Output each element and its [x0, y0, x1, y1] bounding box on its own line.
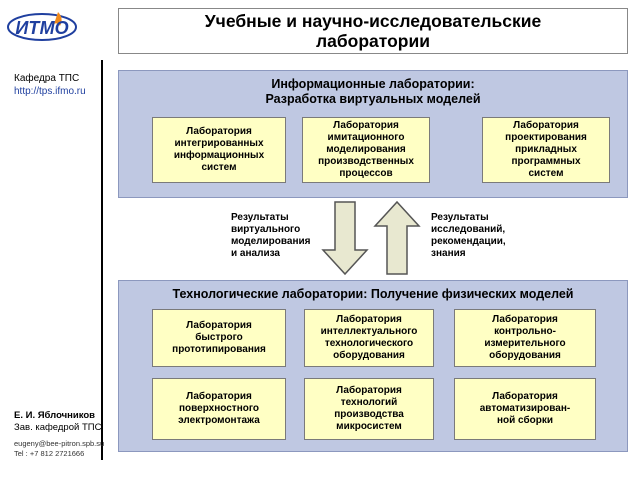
itmo-logo: ИТМО	[6, 10, 78, 48]
author-role: Зав. кафедрой ТПС	[14, 422, 102, 433]
lab-applied-software-design: Лаборатория проектирования прикладных пр…	[482, 117, 610, 183]
lab-surface-mounting: Лаборатория поверхностного электромонтаж…	[152, 378, 286, 440]
tech-labs-panel: Технологические лаборатории: Получение ф…	[118, 280, 628, 452]
department-url-link[interactable]: http://tps.ifmo.ru	[14, 86, 86, 97]
tech-panel-title: Технологические лаборатории: Получение ф…	[172, 287, 574, 301]
page-title-box: Учебные и научно-исследовательские лабор…	[118, 8, 628, 54]
info-panel-title: Информационные лаборатории: Разработка в…	[265, 77, 481, 106]
page-title: Учебные и научно-исследовательские лабор…	[204, 11, 542, 51]
info-labs-panel: Информационные лаборатории: Разработка в…	[118, 70, 628, 198]
flow-arrows	[321, 200, 421, 276]
down-arrow-label: Результаты виртуального моделирования и …	[231, 212, 311, 259]
department-info: Кафедра ТПС http://tps.ifmo.ru	[14, 72, 86, 98]
sidebar-divider	[101, 60, 103, 460]
email-link[interactable]: eugeny@bee-pitron.spb.su	[14, 439, 105, 448]
up-arrow	[373, 200, 421, 275]
lab-intelligent-equipment: Лаборатория интеллектуального технологич…	[304, 309, 434, 367]
lab-measurement-equipment: Лаборатория контрольно- измерительного о…	[454, 309, 596, 367]
up-arrow-label: Результаты исследований, рекомендации, з…	[431, 212, 506, 259]
lab-microsystems-tech: Лаборатория технологий производства микр…	[304, 378, 434, 440]
lab-integrated-info-systems: Лаборатория интегрированных информационн…	[152, 117, 286, 183]
lab-automated-assembly: Лаборатория автоматизирован- ной сборки	[454, 378, 596, 440]
phone-number: Tel : +7 812 2721666	[14, 449, 85, 458]
lab-rapid-prototyping: Лаборатория быстрого прототипирования	[152, 309, 286, 367]
down-arrow	[321, 201, 369, 276]
lab-simulation-modeling: Лаборатория имитационного моделирования …	[302, 117, 430, 183]
author-info: Е. И. Яблочников Зав. кафедрой ТПС	[14, 410, 101, 434]
svg-text:ИТМО: ИТМО	[15, 18, 68, 38]
contacts: eugeny@bee-pitron.spb.su Tel : +7 812 27…	[14, 439, 104, 459]
author-name: Е. И. Яблочников	[14, 410, 96, 421]
department-name: Кафедра ТПС	[14, 73, 80, 84]
